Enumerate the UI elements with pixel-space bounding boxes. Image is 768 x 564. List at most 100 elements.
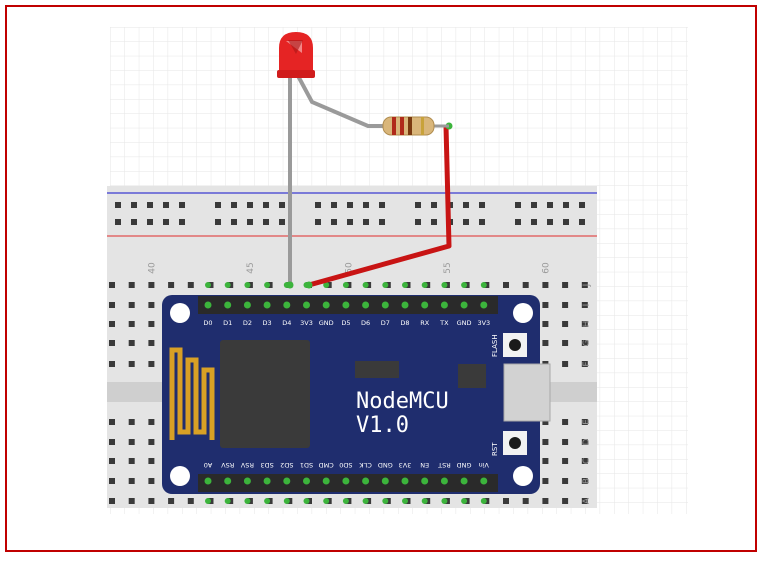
row-letter: H bbox=[582, 321, 592, 328]
breadboard-hole bbox=[128, 340, 135, 346]
contact-dot bbox=[224, 282, 231, 288]
header-pin bbox=[381, 477, 389, 485]
rail-hole bbox=[179, 219, 185, 225]
pin-label: CMD bbox=[319, 461, 334, 469]
header-pin bbox=[401, 477, 409, 485]
led-reflector bbox=[288, 40, 303, 54]
breadboard-hole bbox=[581, 458, 588, 464]
pin-label: SD3 bbox=[260, 461, 273, 469]
led-anode-wire bbox=[295, 73, 384, 128]
header-pin bbox=[322, 477, 330, 485]
breadboard-hole bbox=[581, 361, 588, 367]
pin-label: D0 bbox=[203, 319, 212, 327]
contact-dot bbox=[362, 498, 369, 504]
row-letter: I bbox=[582, 304, 592, 307]
rail-hole bbox=[579, 202, 585, 208]
rail-hole bbox=[231, 202, 237, 208]
red-wire bbox=[308, 125, 452, 288]
rail-hole bbox=[315, 219, 321, 225]
header-pin bbox=[342, 477, 350, 485]
breadboard-hole bbox=[128, 439, 135, 445]
header-pin bbox=[224, 301, 232, 309]
breadboard-hole bbox=[109, 419, 115, 425]
contact-dot bbox=[441, 498, 448, 504]
resistor bbox=[380, 116, 449, 136]
header-pin bbox=[421, 301, 429, 309]
header-pin bbox=[381, 301, 389, 309]
pin-label: D1 bbox=[223, 319, 232, 327]
breadboard-hole bbox=[562, 439, 569, 445]
red-led bbox=[277, 32, 315, 78]
breadboard-hole bbox=[109, 361, 115, 367]
header-pin bbox=[303, 301, 310, 309]
breadboard-hole bbox=[562, 282, 569, 288]
header-pin bbox=[263, 477, 271, 485]
breadboard-hole bbox=[542, 478, 549, 484]
rail-hole bbox=[415, 202, 421, 208]
rail-hole bbox=[379, 202, 385, 208]
breadboard-hole bbox=[148, 302, 155, 308]
column-number: 55 bbox=[443, 262, 453, 273]
rail-hole bbox=[415, 219, 421, 225]
breadboard-hole bbox=[109, 478, 115, 484]
pin-label: RX bbox=[420, 319, 430, 327]
rail-hole bbox=[163, 202, 169, 208]
contact-dot bbox=[342, 282, 349, 288]
rail-hole bbox=[463, 202, 469, 208]
breadboard-hole bbox=[581, 302, 588, 308]
led-rim bbox=[277, 70, 315, 78]
contact-dot bbox=[303, 498, 310, 504]
breadboard-hole bbox=[542, 340, 549, 346]
breadboard-hole bbox=[581, 321, 588, 327]
breadboard-hole bbox=[128, 302, 135, 308]
contact-dot bbox=[264, 282, 271, 288]
header-pin bbox=[204, 477, 212, 485]
rail-hole bbox=[515, 202, 521, 208]
contact-dot bbox=[244, 498, 251, 504]
header-pin bbox=[342, 301, 350, 309]
rail-hole bbox=[279, 219, 285, 225]
led-body bbox=[279, 32, 313, 78]
resistor-band bbox=[421, 117, 424, 135]
pin-label: A0 bbox=[204, 461, 213, 469]
header-pin bbox=[303, 477, 310, 485]
contact-dot bbox=[244, 282, 251, 288]
breadboard-hole bbox=[562, 302, 569, 308]
reset-button-knob[interactable] bbox=[509, 437, 521, 449]
contact-dot bbox=[362, 282, 369, 288]
flash-button-knob[interactable] bbox=[509, 339, 521, 351]
rail-hole bbox=[379, 219, 385, 225]
rail-hole bbox=[479, 202, 485, 208]
breadboard-hole bbox=[109, 321, 115, 327]
breadboard-hole bbox=[128, 361, 135, 367]
header-pin bbox=[362, 477, 370, 485]
breadboard-hole bbox=[109, 439, 115, 445]
board-version: V1.0 bbox=[356, 413, 409, 438]
smd-component bbox=[355, 361, 399, 378]
rail-hole bbox=[531, 219, 537, 225]
pin-label: SD1 bbox=[300, 461, 313, 469]
board-name: NodeMCU bbox=[356, 389, 449, 414]
header-pin bbox=[283, 301, 291, 309]
contact-dot bbox=[205, 498, 211, 504]
breadboard-hole bbox=[109, 498, 115, 504]
rail-hole bbox=[179, 202, 185, 208]
rail-hole bbox=[479, 219, 485, 225]
rail-hole bbox=[215, 202, 221, 208]
pin-label: CLK bbox=[359, 461, 372, 469]
pin-label: D4 bbox=[282, 319, 291, 327]
pin-label: RSV bbox=[221, 461, 235, 469]
resistor-band bbox=[400, 117, 404, 135]
rail-hole bbox=[147, 219, 153, 225]
reset-label: RST bbox=[491, 442, 499, 456]
pin-label: 3V3 bbox=[300, 319, 313, 327]
contact-dot bbox=[402, 498, 408, 504]
header-pin bbox=[460, 301, 468, 309]
breadboard-hole bbox=[581, 340, 588, 346]
row-letter: D bbox=[582, 438, 592, 445]
contact-dot bbox=[205, 282, 211, 288]
rail-holes bbox=[115, 202, 585, 225]
rail-hole bbox=[215, 219, 221, 225]
contact-dot bbox=[224, 498, 231, 504]
